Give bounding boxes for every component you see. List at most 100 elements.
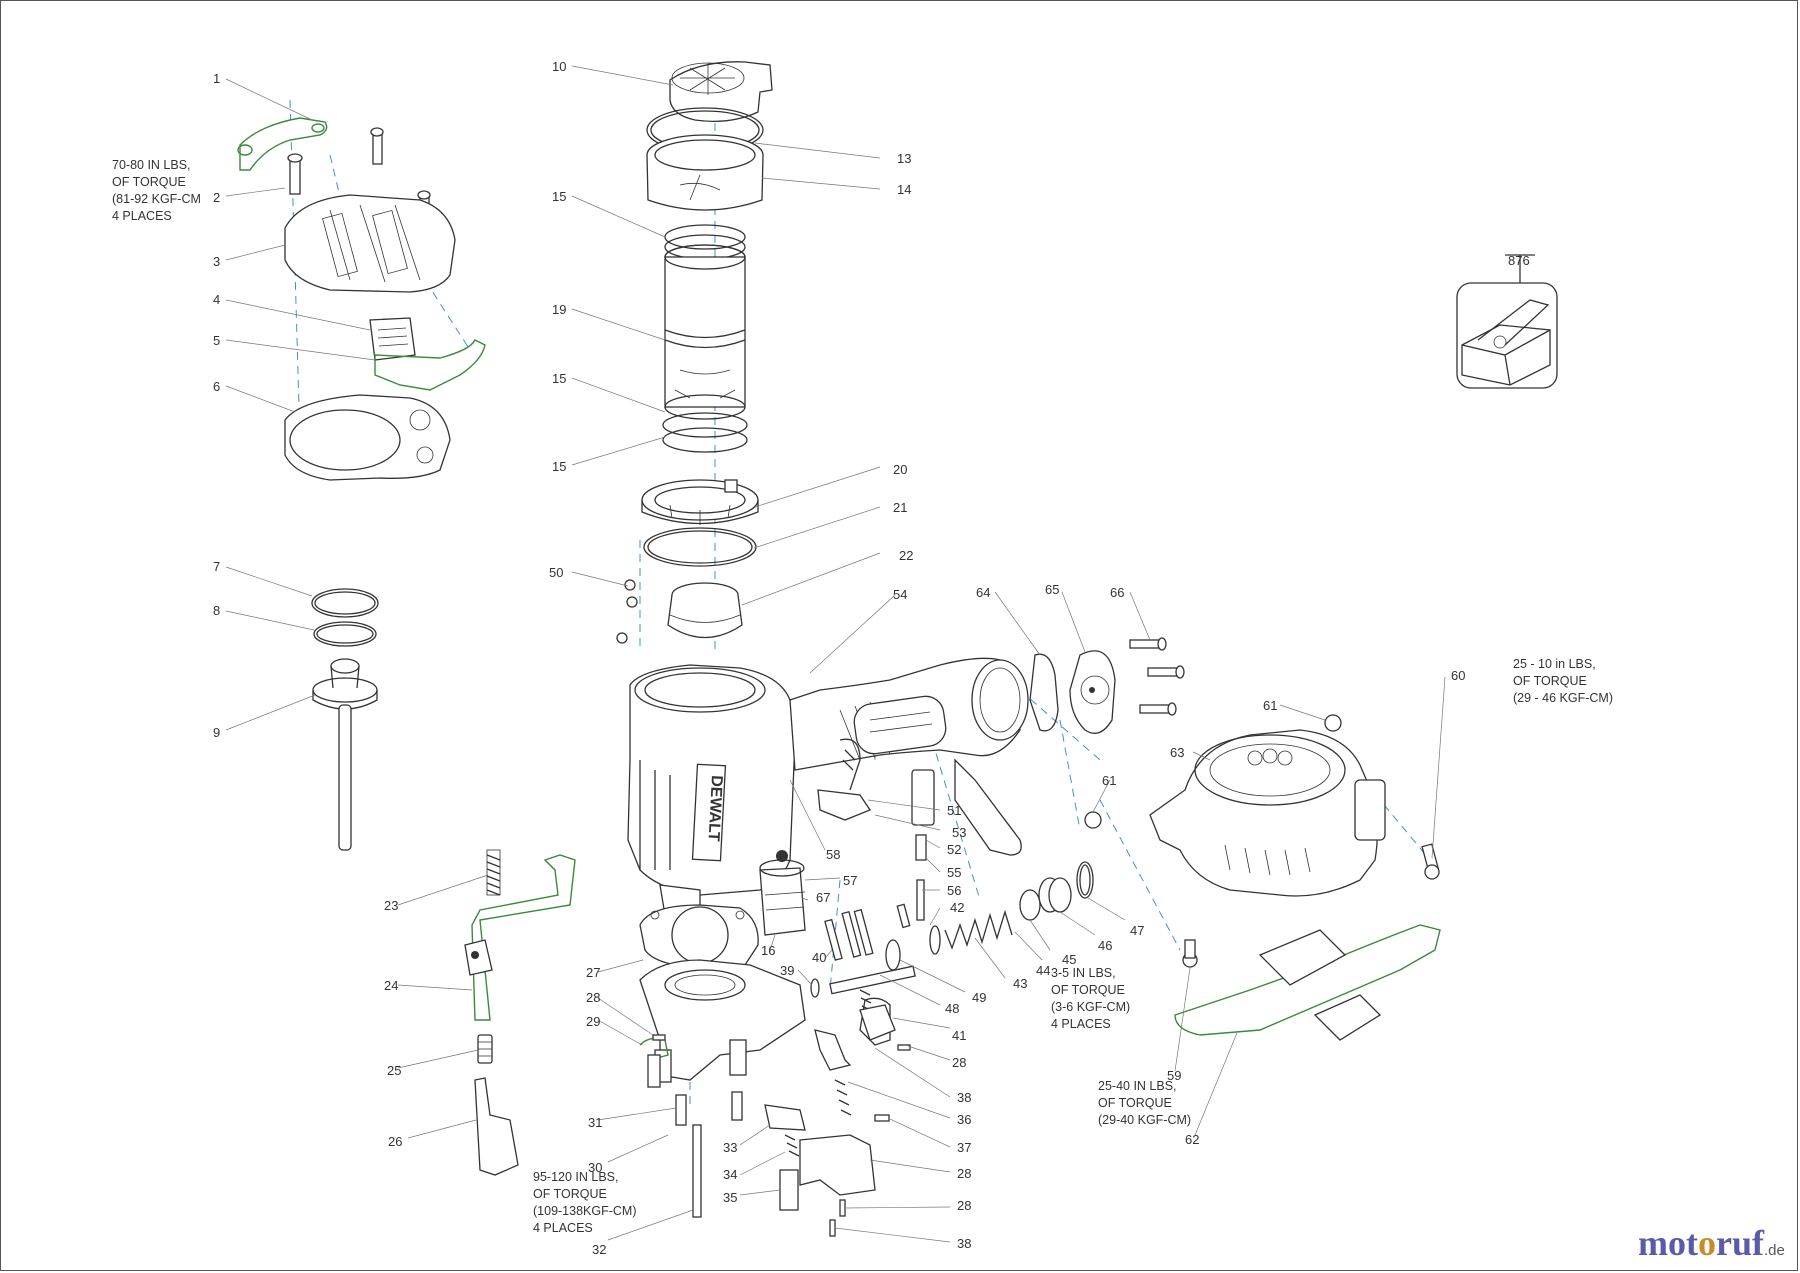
part-64-gasket xyxy=(1029,653,1059,732)
part-25-spring xyxy=(477,1034,493,1064)
part-27-nose-body xyxy=(639,959,806,1083)
part-label: 35 xyxy=(723,1190,738,1205)
torque-note-cover: 25 - 10 in LBS,OF TORQUE (29 - 46 KGF-CM… xyxy=(1513,657,1614,705)
part-label: 14 xyxy=(897,182,912,197)
part-label: 23 xyxy=(384,898,399,913)
part-label: 7 xyxy=(213,559,221,574)
part-label: 21 xyxy=(893,500,908,515)
part-1-bracket xyxy=(237,117,328,171)
part-label: 28 xyxy=(957,1198,972,1213)
part-label: 66 xyxy=(1110,585,1125,600)
part-label: 39 xyxy=(780,963,795,978)
part-41-lever xyxy=(859,1004,896,1041)
part-24-contact-arm xyxy=(464,854,576,1021)
part-28-38-small-pins xyxy=(652,1034,911,1237)
part-26-lever xyxy=(474,1077,519,1176)
part-label: 19 xyxy=(552,302,567,317)
part-label: 9 xyxy=(213,725,221,740)
part-label: 28 xyxy=(957,1166,972,1181)
part-21-ring xyxy=(643,527,757,567)
part-label: 42 xyxy=(950,900,965,915)
part-39-48-rod xyxy=(810,939,916,998)
part-63-magazine-cover xyxy=(1149,729,1386,897)
part-label: 37 xyxy=(957,1140,972,1155)
part-label: 20 xyxy=(893,462,908,477)
part-6-large-gasket xyxy=(284,394,451,481)
part-label: 28 xyxy=(586,990,601,1005)
part-label: 52 xyxy=(947,842,962,857)
part-label: 64 xyxy=(976,585,991,600)
part-label: 16 xyxy=(761,943,776,958)
part-23-spring xyxy=(486,849,501,896)
part-label: 25 xyxy=(387,1063,402,1078)
part-59-screw xyxy=(1182,939,1198,968)
part-label: 44 xyxy=(1036,963,1051,978)
part-62-nose-guide xyxy=(1174,924,1441,1041)
part-label: 2 xyxy=(213,190,221,205)
part-label: 55 xyxy=(947,865,962,880)
part-label: 10 xyxy=(552,59,567,74)
part-label: 61 xyxy=(1102,773,1117,788)
part-14-collar xyxy=(646,134,764,211)
part-label: 43 xyxy=(1013,976,1028,991)
part-label: 51 xyxy=(947,803,962,818)
part-label: 67 xyxy=(816,890,831,905)
torque-note-small: 3-5 IN LBS,OF TORQUE (3-6 KGF-CM)4 PLACE… xyxy=(1051,966,1131,1031)
part-label: 26 xyxy=(388,1134,403,1149)
part-7-8-o-rings xyxy=(311,588,379,647)
part-label: 15 xyxy=(552,459,567,474)
part-label: 50 xyxy=(549,565,564,580)
part-label: 5 xyxy=(213,333,221,348)
part-label: 49 xyxy=(972,990,987,1005)
part-label: 29 xyxy=(586,1014,601,1029)
part-label: 15 xyxy=(552,371,567,386)
part-label: 53 xyxy=(952,825,967,840)
part-label: 3 xyxy=(213,254,221,269)
part-61-nuts xyxy=(1084,714,1342,829)
part-label: 1 xyxy=(213,71,221,86)
part-label: 13 xyxy=(897,151,912,166)
torque-note-nose: 25-40 IN LBS,OF TORQUE (29-40 KGF-CM) xyxy=(1098,1079,1192,1127)
part-3-cylinder-cap xyxy=(284,194,456,293)
leader-lines xyxy=(225,65,1446,1243)
assembly-axis-lines xyxy=(289,95,1431,1110)
part-label: 8 xyxy=(213,603,221,618)
part-label: 41 xyxy=(952,1028,967,1043)
part-label: 45 xyxy=(1062,952,1077,967)
part-label: 62 xyxy=(1185,1132,1200,1147)
part-label: 6 xyxy=(213,379,221,394)
part-label: 48 xyxy=(945,1001,960,1016)
part-16-base-gasket xyxy=(639,904,759,969)
part-label: 32 xyxy=(592,1242,607,1257)
part-20-ring-plate xyxy=(641,479,759,525)
part-label: 30 xyxy=(588,1160,603,1175)
part-label: 34 xyxy=(723,1167,738,1182)
part-45-47-seals xyxy=(1038,861,1094,913)
part-label: 38 xyxy=(957,1236,972,1251)
part-label: 33 xyxy=(723,1140,738,1155)
part-37-pin xyxy=(874,1114,890,1122)
kit-876-box xyxy=(1456,254,1558,389)
part-label: 46 xyxy=(1098,938,1113,953)
part-label: 4 xyxy=(213,292,221,307)
part-9-piston-driver xyxy=(312,658,378,851)
part-60-screw xyxy=(1421,843,1440,880)
part-label: 56 xyxy=(947,883,962,898)
part-50-nuts xyxy=(616,579,638,644)
part-42-44-spring xyxy=(929,889,1041,955)
part-label: 27 xyxy=(586,965,601,980)
brand-logo-text: DEWALT xyxy=(705,775,725,842)
part-5-gasket xyxy=(374,339,486,391)
part-label: 22 xyxy=(899,548,914,563)
main-housing: DEWALT xyxy=(627,657,1029,921)
part-66-screws xyxy=(1129,637,1185,716)
part-label: 38 xyxy=(957,1090,972,1105)
part-15-19-cylinder-sleeve xyxy=(662,224,748,453)
part-label: 24 xyxy=(384,978,399,993)
part-label: 36 xyxy=(957,1112,972,1127)
part-65-end-cap xyxy=(1069,650,1116,734)
motoruf-watermark: motoruf.de xyxy=(1638,1223,1785,1263)
